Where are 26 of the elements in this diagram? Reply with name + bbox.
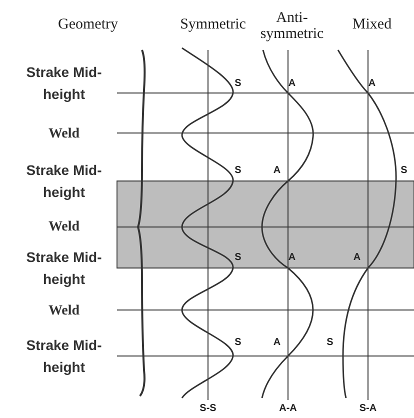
mode-letter: A	[352, 252, 362, 264]
mode-letter: S	[400, 165, 408, 177]
mode-label: S-A	[358, 403, 378, 415]
mode-letter: S	[234, 337, 242, 349]
row-label: Strake Mid-height	[25, 63, 103, 104]
mode-label: A-A	[278, 403, 298, 415]
mode-letter: S	[326, 337, 334, 349]
row-label: Strake Mid-height	[25, 161, 103, 202]
column-heading: Anti- symmetric	[259, 10, 325, 42]
row-label: Weld	[47, 218, 81, 236]
mode-letter: A	[287, 252, 297, 264]
mode-letter: S	[234, 252, 242, 264]
mode-letter: S	[234, 78, 242, 90]
mode-letter: S	[234, 165, 242, 177]
mode-label: S-S	[198, 403, 218, 415]
column-heading: Mixed	[351, 16, 393, 34]
mode-letter: A	[367, 78, 377, 90]
mode-letter: A	[287, 78, 297, 90]
mode-letter: A	[272, 337, 282, 349]
column-heading: Geometry	[57, 16, 119, 34]
row-label: Strake Mid-height	[25, 248, 103, 289]
row-label: Weld	[47, 126, 81, 142]
mode-letter: A	[272, 165, 282, 177]
row-label: Weld	[47, 302, 81, 320]
row-label: Strake Mid-height	[25, 336, 103, 377]
column-heading: Symmetric	[179, 16, 247, 34]
